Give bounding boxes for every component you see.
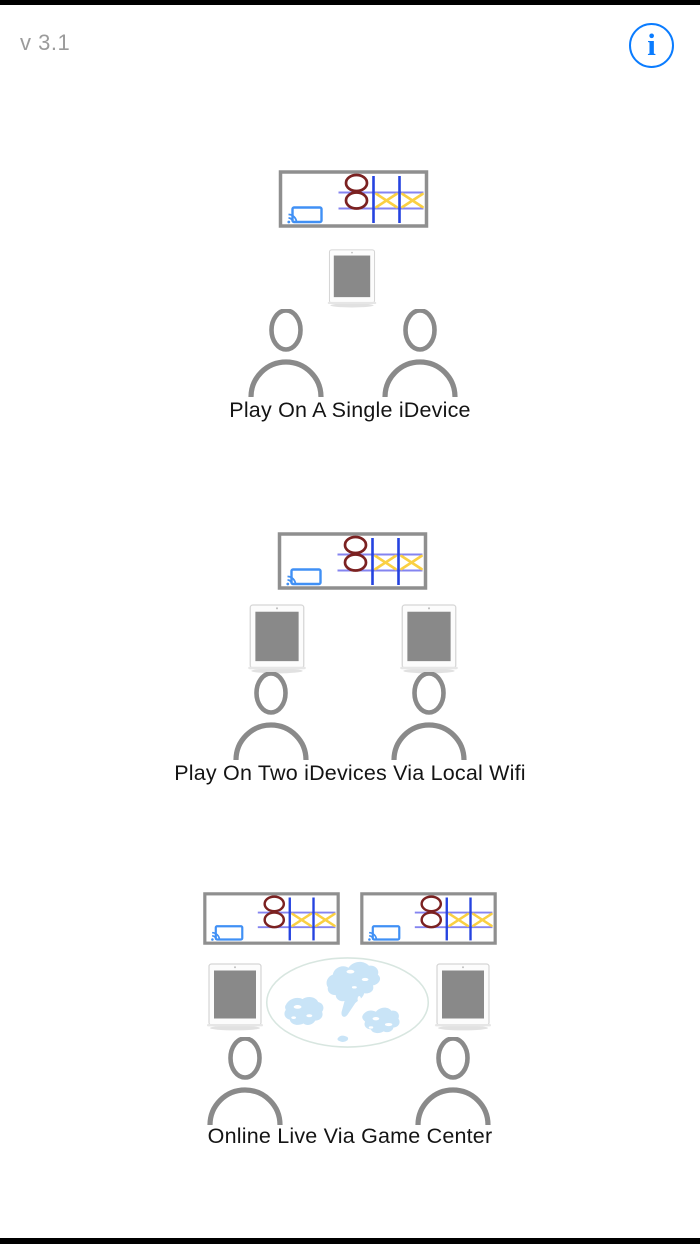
mode-label-single-idevice: Play On A Single iDevice (229, 398, 471, 422)
airplay-tictactoe-screen-icon (360, 892, 497, 945)
airplay-tictactoe-screen-icon (277, 532, 428, 590)
player-icon (233, 672, 309, 760)
mode-button-online-game-center[interactable]: Online Live Via Game Center (0, 872, 700, 1152)
info-icon: i (647, 26, 656, 62)
version-label: v 3.1 (20, 30, 71, 55)
player-icon (207, 1037, 283, 1125)
ipad-icon (205, 963, 265, 1031)
mode-button-single-idevice[interactable]: Play On A Single iDevice (0, 150, 700, 425)
ipad-icon (326, 249, 378, 308)
player-icon (415, 1037, 491, 1125)
airplay-tictactoe-screen-icon (278, 170, 429, 228)
bottom-black-bar (0, 1238, 700, 1244)
mode-label-online-game-center: Online Live Via Game Center (207, 1124, 493, 1148)
ipad-icon (433, 963, 493, 1031)
world-map-icon (264, 956, 431, 1049)
ipad-icon (398, 604, 460, 674)
player-icon (391, 672, 467, 760)
player-icon (248, 309, 324, 397)
player-icon (382, 309, 458, 397)
info-button[interactable]: i (629, 23, 674, 68)
mode-button-two-idevices-wifi[interactable]: Play On Two iDevices Via Local Wifi (0, 512, 700, 788)
mode-label-two-idevices-wifi: Play On Two iDevices Via Local Wifi (174, 761, 526, 785)
top-black-bar (0, 0, 700, 5)
ipad-icon (246, 604, 308, 674)
airplay-tictactoe-screen-icon (203, 892, 340, 945)
